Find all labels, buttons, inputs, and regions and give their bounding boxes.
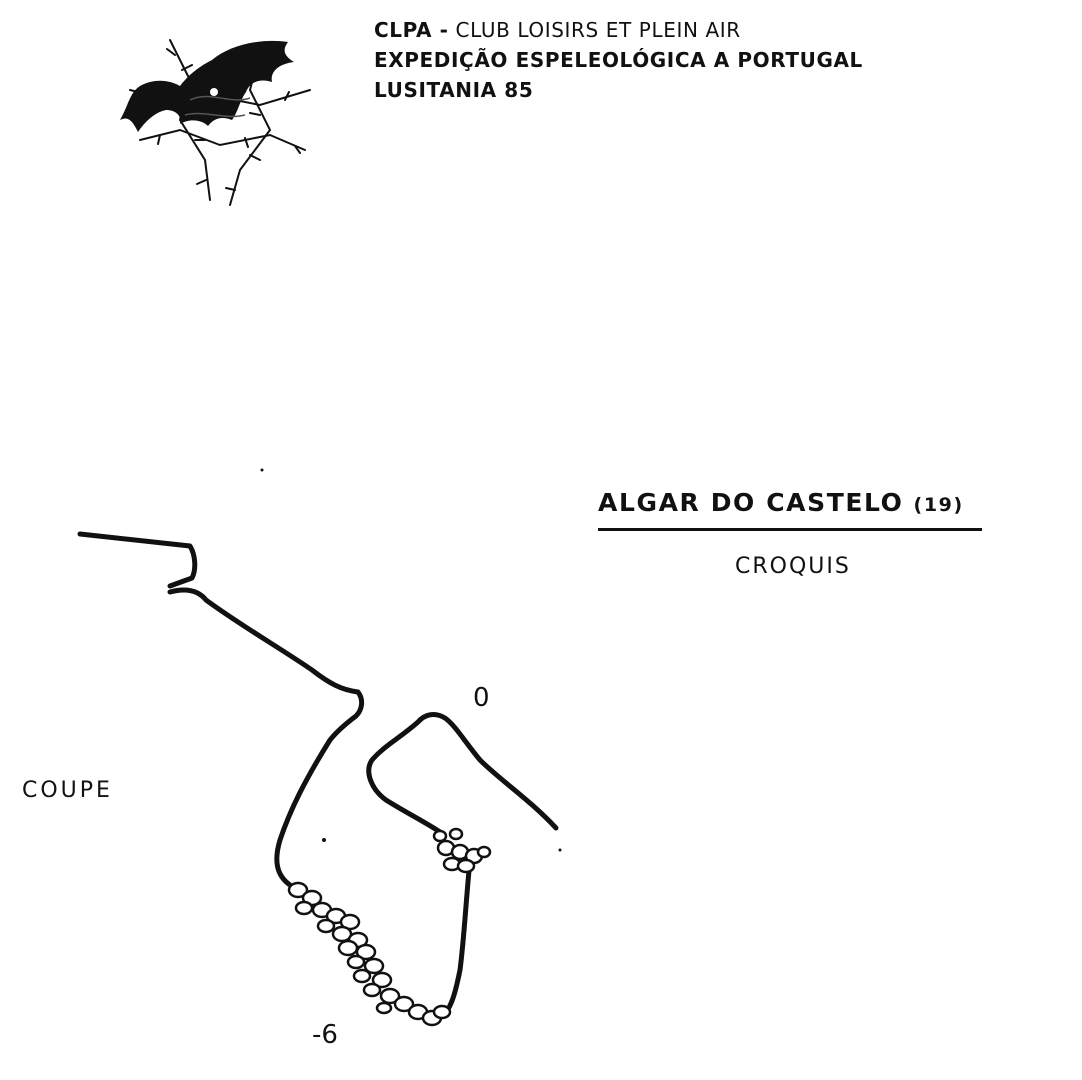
depth-label-bottom: -6: [312, 1020, 338, 1050]
cave-outline-shaft: [443, 857, 473, 1015]
drawing-subtitle: CROQUIS: [735, 554, 851, 579]
header-expedition-line: EXPEDIÇÃO ESPELEOLÓGICA A PORTUGAL: [374, 46, 863, 74]
drawing-title-block: ALGAR DO CASTELO (19) CROQUIS: [598, 488, 1038, 579]
header-club-line: CLPA - CLUB LOISIRS ET PLEIN AIR: [374, 16, 863, 44]
rubble-blocks: [287, 827, 492, 1027]
cave-outline-ledge: [167, 587, 365, 888]
scattered-dots: [260, 468, 562, 852]
header-expedition-text: EXPEDIÇÃO ESPELEOLÓGICA A PORTUGAL: [374, 48, 863, 72]
cave-number: (19): [913, 494, 964, 516]
header-lusitania-line: LUSITANIA 85: [374, 76, 863, 104]
bat-icon: [120, 39, 311, 206]
header: CLPA - CLUB LOISIRS ET PLEIN AIR EXPEDIÇ…: [374, 16, 863, 106]
title-underline: [598, 528, 982, 531]
header-lusitania-text: LUSITANIA 85: [374, 78, 534, 102]
depth-label-top: 0: [473, 683, 490, 713]
cave-outline-left: [77, 531, 198, 589]
cave-name: ALGAR DO CASTELO: [598, 488, 904, 517]
section-view-label: COUPE: [22, 778, 113, 803]
header-club-name: CLUB LOISIRS ET PLEIN AIR: [448, 18, 741, 42]
drawing-title: ALGAR DO CASTELO (19): [598, 488, 1038, 517]
cave-outline-right: [366, 712, 559, 835]
header-club-acronym: CLPA -: [374, 18, 449, 42]
